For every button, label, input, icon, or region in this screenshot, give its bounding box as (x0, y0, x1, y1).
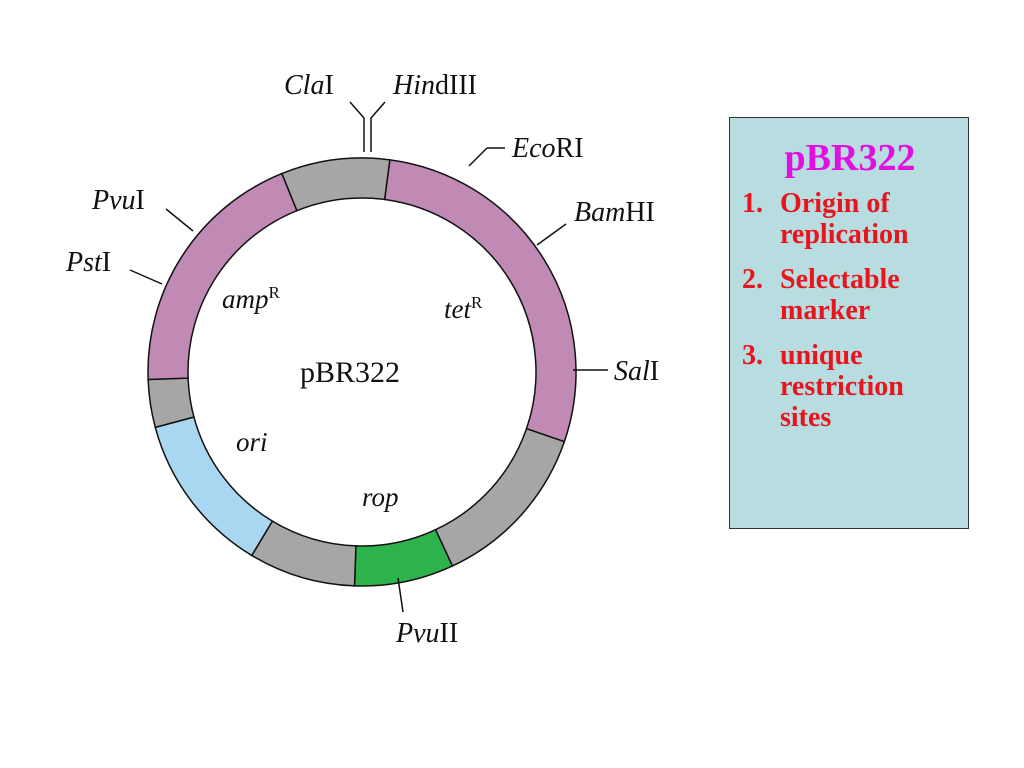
gene-label-rop: rop (362, 482, 399, 512)
site-label-psti: PstI (65, 247, 111, 278)
clai-hindiii-site-marker (349, 101, 386, 152)
ring-segment-right-gray (434, 427, 566, 567)
site-label-bamhi: BamHI (574, 197, 655, 228)
site-label-sali: SalI (614, 356, 659, 387)
info-item-number: 1. (742, 188, 763, 219)
site-label-hindiii: HindIII (392, 70, 477, 101)
gene-label-tet: tetR (444, 293, 483, 324)
plasmid-center-label: pBR322 (300, 356, 400, 389)
plasmid-ring (147, 157, 577, 587)
info-item-number: 3. (742, 340, 763, 371)
site-label-pvuii: PvuII (395, 618, 458, 649)
site-label-pvui: PvuI (91, 185, 145, 216)
site-label-ecori: EcoRI (511, 133, 584, 164)
ring-segment-amp (147, 172, 298, 381)
gene-label-ori: ori (236, 427, 268, 457)
info-title: pBR322 (784, 137, 916, 179)
ring-segment-rop (353, 528, 454, 587)
info-item-number: 2. (742, 264, 763, 295)
site-label-clai: ClaI (284, 70, 334, 101)
bamhi-site-line (536, 223, 567, 246)
pvui-site-line (165, 208, 194, 232)
ecori-site-line (468, 147, 488, 167)
gene-label-amp: ampR (222, 283, 281, 314)
pvuii-site-line (397, 577, 404, 613)
psti-site-line (129, 269, 163, 285)
ring-segment-top-gray (280, 157, 391, 212)
